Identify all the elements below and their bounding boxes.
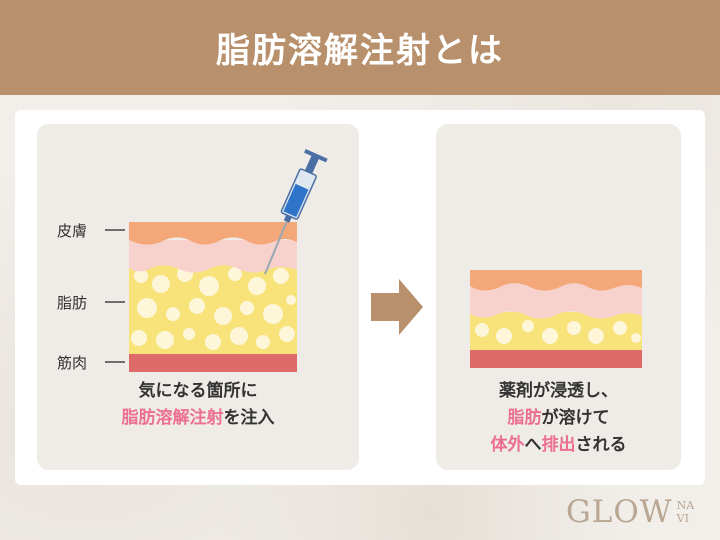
content-board: 皮膚 脂肪 筋肉 [15, 110, 705, 485]
logo-sub-bottom: VI [676, 512, 689, 525]
before-caption-line1: 気になる箇所に [138, 381, 258, 401]
fat-cells [475, 320, 641, 344]
after-caption-line1: 薬剤が浸透し、 [499, 381, 618, 401]
logo-sub-top: NA [676, 499, 695, 512]
logo-sub-text: NA VI [677, 499, 695, 525]
fat-cells [131, 266, 296, 350]
muscle-layer [470, 348, 642, 368]
muscle-layer [129, 352, 297, 372]
after-panel: 薬剤が浸透し、 脂肪が溶けて 体外へ排出される [436, 124, 681, 470]
after-caption-rest-1: が溶けて [541, 408, 610, 428]
before-caption-rest: を注入 [223, 408, 275, 428]
before-panel: 皮膚 脂肪 筋肉 [37, 124, 359, 470]
after-caption-line3: 体外へ排出される [436, 432, 681, 459]
needle-icon [264, 215, 290, 275]
after-caption-rest-2: される [575, 435, 627, 455]
after-caption-highlight-3: 排出 [541, 435, 576, 455]
header-banner: 脂肪溶解注射とは [0, 0, 720, 95]
before-caption: 気になる箇所に 脂肪溶解注射を注入 [37, 378, 359, 432]
after-caption: 薬剤が浸透し、 脂肪が溶けて 体外へ排出される [436, 378, 681, 459]
right-arrow-icon [371, 279, 423, 335]
logo-main-text: GLOW [566, 494, 673, 530]
dermis-layer [129, 240, 297, 273]
skin-layers-before [105, 148, 328, 372]
fat-label: 脂肪 [57, 294, 88, 312]
syringe-icon [280, 148, 328, 223]
before-caption-highlight: 脂肪溶解注射 [121, 408, 224, 428]
skin-layers-after [470, 270, 642, 368]
after-caption-highlight-1: 脂肪 [507, 408, 542, 428]
after-caption-line2: 脂肪が溶けて [436, 405, 681, 432]
before-caption-line2: 脂肪溶解注射を注入 [37, 405, 359, 432]
page-title: 脂肪溶解注射とは [216, 31, 504, 71]
epidermis-layer [129, 222, 297, 245]
dermis-layer [470, 284, 642, 319]
skin-label: 皮膚 [57, 222, 88, 240]
after-caption-mid: へ [524, 435, 542, 455]
after-caption-highlight-2: 体外 [490, 435, 525, 455]
epidermis-layer [470, 270, 642, 291]
glow-navi-logo: GLOW NA VI [566, 494, 694, 530]
muscle-label: 筋肉 [57, 354, 88, 372]
